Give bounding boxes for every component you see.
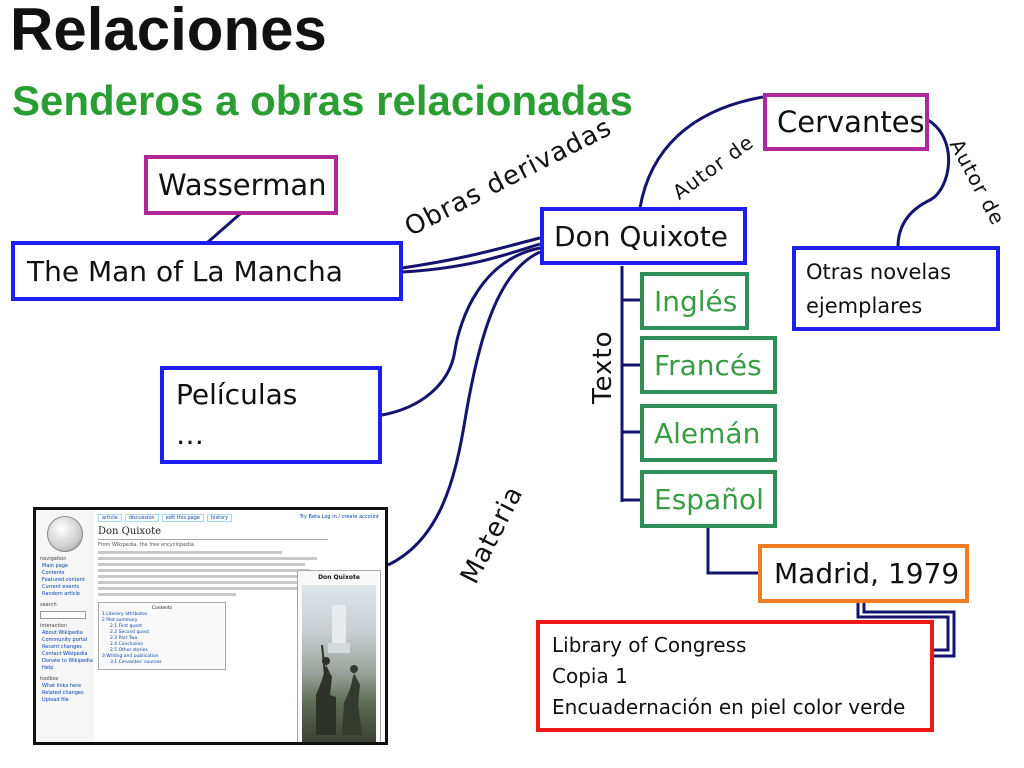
node-otras-novelas-line1: Otras novelas [806,259,952,284]
wiki-interaction-item[interactable]: Donate to Wikipedia [42,658,93,664]
link-quixote-mancha-1 [401,236,541,270]
statue-silhouette-icon [316,605,362,735]
wiki-interaction-item[interactable]: About Wikipedia [42,630,83,636]
wiki-text-line [98,581,315,584]
slide-title: Relaciones [10,0,327,63]
wiki-nav-item[interactable]: Main page [42,563,69,569]
slide-subtitle: Senderos a obras relacionadas [12,77,633,124]
wiki-interaction-item[interactable]: Recent changes [42,644,82,650]
wiki-article: Don Quixote From Wikipedia, the free enc… [98,526,328,670]
node-library-line2: Copia 1 [552,663,628,688]
link-quixote-mancha-2 [401,242,541,274]
node-man-of-la-mancha-label: The Man of La Mancha [27,254,343,288]
link-madrid-library-b [862,602,956,658]
node-ingles-label: Inglés [654,284,738,318]
node-library[interactable]: Library of Congress Copia 1 Encuadernaci… [536,620,934,732]
wiki-tab-edit[interactable]: edit this page [161,514,204,522]
wiki-nav-heading: navigation [40,556,67,562]
node-don-quixote-label: Don Quixote [554,219,728,253]
wiki-toc-item[interactable]: 2 Plot summary [102,618,138,623]
wiki-text-line [98,563,305,566]
wiki-nav-item[interactable]: Random article [42,591,80,597]
wiki-infobox-title: Don Quixote [318,574,360,581]
node-don-quixote[interactable]: Don Quixote [540,207,747,265]
wiki-search-input[interactable] [40,611,86,619]
node-espanol-label: Español [654,482,764,516]
wiki-toc-item[interactable]: 3.1 Cervantes' sources [110,660,162,665]
wiki-nav-item[interactable]: Current events [42,584,80,590]
node-frances[interactable]: Francés [640,336,777,394]
node-madrid[interactable]: Madrid, 1979 [758,544,969,603]
wiki-tab-article[interactable]: article [98,514,122,522]
wiki-toc-item[interactable]: 2.3 Part Two [110,636,138,641]
node-aleman[interactable]: Alemán [640,404,777,462]
link-quixote-peliculas [381,246,541,417]
wiki-text-line [98,587,308,590]
wiki-interaction-heading: interaction [40,623,68,629]
wiki-from-line: From Wikipedia, the free encyclopedia [98,542,194,548]
wiki-search-heading: search [40,602,57,608]
edge-label-texto: Texto [588,330,618,405]
wikipedia-globe-icon [47,516,83,552]
wiki-toolbox-item[interactable]: What links here [42,683,82,689]
node-peliculas-line1: Películas [176,378,298,411]
link-wasserman-mancha [207,212,241,244]
node-aleman-label: Alemán [654,416,761,450]
wiki-interaction-item[interactable]: Help [42,665,54,671]
wiki-text-line [98,557,317,560]
link-madrid-library-a [856,602,950,652]
wiki-text-line [98,593,236,596]
node-cervantes[interactable]: Cervantes [763,93,929,151]
wiki-toolbox-item[interactable]: Related changes [42,690,84,696]
wiki-text-line [98,551,282,554]
node-ingles[interactable]: Inglés [640,272,749,330]
node-library-line3: Encuadernación en piel color verde [552,694,906,719]
wiki-toc-item[interactable]: 3 Writing and publication [102,654,159,659]
wiki-tabs: article discussion edit this page histor… [98,514,233,522]
node-cervantes-label: Cervantes [777,105,925,139]
wiki-toc-item[interactable]: 2.4 Conclusion [110,642,144,647]
wiki-tab-history[interactable]: history [207,514,233,522]
node-peliculas-line2: … [176,418,204,451]
wiki-infobox: Don Quixote [297,570,381,742]
wiki-interaction-item[interactable]: Community portal [42,637,88,643]
wiki-sidebar: navigation Main page Contents Featured c… [36,510,94,742]
wikipedia-screenshot: navigation Main page Contents Featured c… [33,507,388,745]
wiki-text-line [98,569,310,572]
wiki-text-line [98,575,301,578]
link-quixote-cervantes [638,95,764,209]
node-wasserman[interactable]: Wasserman [144,155,338,215]
node-wasserman-label: Wasserman [158,168,327,202]
wiki-toc: Contents 1 Literary attributes 2 Plot su… [98,602,226,670]
node-frances-label: Francés [654,348,762,382]
wiki-page-title: Don Quixote [98,526,328,540]
wiki-account-links[interactable]: Try Beta Log in / create account [299,514,379,520]
node-library-line1: Library of Congress [552,632,747,657]
node-otras-novelas-line2: ejemplares [806,293,923,318]
wiki-toc-item[interactable]: 2.2 Second quest [110,630,150,635]
link-quixote-wiki [387,250,541,567]
wiki-toolbox-item[interactable]: Upload file [42,697,69,703]
wiki-toolbox-heading: toolbox [40,676,59,682]
wiki-toc-item[interactable]: 2.1 First quest [110,624,143,629]
link-cervantes-otras [896,118,951,248]
node-madrid-label: Madrid, 1979 [774,557,960,590]
link-espanol-madrid [706,528,758,575]
wiki-toc-item[interactable]: 2.5 Other stories [110,648,148,653]
wiki-interaction-item[interactable]: Contact Wikipedia [42,651,88,657]
node-man-of-la-mancha[interactable]: The Man of La Mancha [11,241,403,301]
node-espanol[interactable]: Español [640,470,777,528]
wiki-nav-item[interactable]: Featured content [42,577,85,583]
wiki-nav-item[interactable]: Contents [42,570,65,576]
wiki-toc-title: Contents [151,606,173,611]
node-peliculas[interactable]: Películas … [160,366,382,464]
wiki-tab-discussion[interactable]: discussion [124,514,159,522]
node-otras-novelas[interactable]: Otras novelas ejemplares [792,246,1000,331]
don-quixote-statue-photo [302,585,376,742]
wiki-toc-item[interactable]: 1 Literary attributes [102,612,148,617]
